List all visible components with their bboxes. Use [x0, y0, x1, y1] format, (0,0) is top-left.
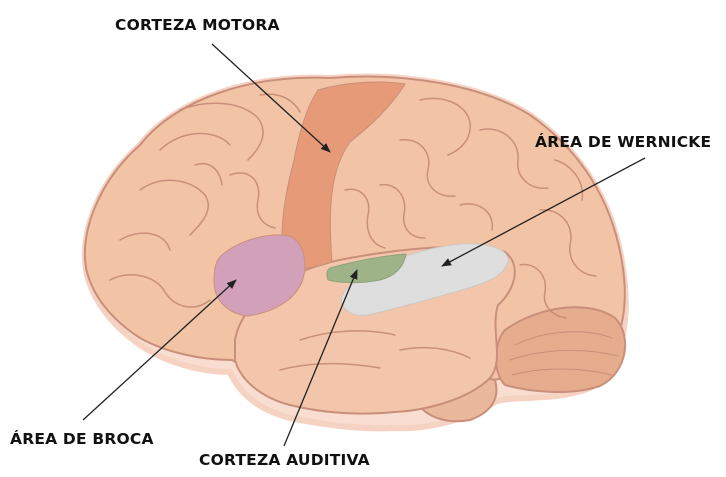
arrow-wernicke	[441, 157, 646, 267]
broca-area-region	[213, 234, 306, 317]
gyri-lines	[109, 93, 597, 371]
cerebellum-folia	[509, 331, 619, 376]
label-broca-area: ÁREA DE BROCA	[10, 430, 154, 448]
label-auditory-cortex: CORTEZA AUDITIVA	[199, 451, 370, 469]
arrow-auditory-cortex	[283, 269, 358, 447]
wernicke-area-region	[340, 243, 509, 316]
label-motor-cortex: CORTEZA MOTORA	[115, 16, 280, 34]
motor-cortex-region	[281, 81, 406, 270]
auditory-cortex-region	[326, 253, 407, 284]
arrow-motor-cortex	[211, 43, 331, 153]
leader-arrows	[82, 43, 646, 447]
label-wernicke-area: ÁREA DE WERNICKE	[535, 133, 712, 151]
arrow-broca	[82, 279, 237, 421]
